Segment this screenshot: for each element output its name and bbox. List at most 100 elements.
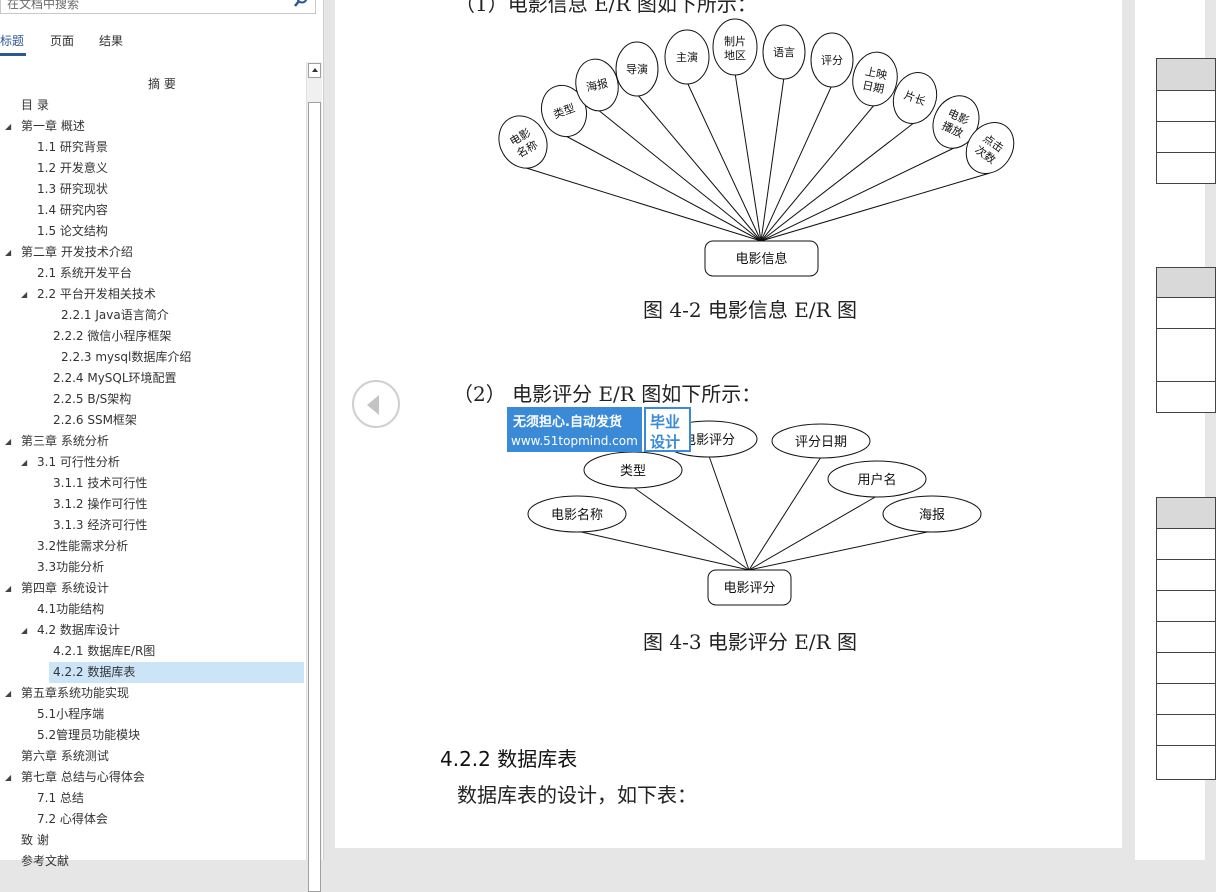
table-cell — [1156, 652, 1216, 684]
outline-item[interactable]: 1.4 研究内容 — [37, 200, 108, 221]
tab-results[interactable]: 结果 — [99, 34, 124, 48]
collapse-toggle-icon[interactable]: ◢ — [21, 626, 28, 635]
outline-item[interactable]: 目 录 — [21, 95, 49, 116]
outline-item[interactable]: 摘 要 — [148, 74, 176, 95]
collapse-toggle-icon[interactable]: ◢ — [5, 437, 12, 446]
outline-item[interactable]: 3.1.3 经济可行性 — [53, 515, 147, 536]
outline-item[interactable]: 3.1.2 操作可行性 — [53, 494, 147, 515]
attribute-label: 电影名称 — [551, 507, 603, 523]
outline-item[interactable]: 4.2 数据库设计◢ — [21, 620, 120, 641]
attribute-ellipse: 评分 — [810, 32, 854, 88]
watermark-line1: 无须担心.自动发货 — [513, 415, 622, 430]
tab-headings[interactable]: 标题 — [0, 34, 25, 48]
outline-item[interactable]: 2.1 系统开发平台 — [37, 263, 132, 284]
outline-item[interactable]: 3.1.1 技术可行性 — [53, 473, 147, 494]
search-icon[interactable] — [293, 0, 309, 8]
outline-item-label: 2.2 平台开发相关技术 — [37, 287, 156, 301]
outline-item[interactable]: 参考文献 — [21, 851, 69, 872]
outline-item[interactable]: 2.2 平台开发相关技术 ◢ — [21, 284, 156, 305]
outline-item[interactable]: 5.2管理员功能模块 — [37, 725, 140, 746]
search-input[interactable]: 在文档中搜索 — [7, 0, 80, 11]
search-box[interactable]: 在文档中搜索 — [0, 0, 316, 14]
figure-caption: 图 4-2 电影信息 E/R 图 — [643, 298, 858, 322]
scroll-up-arrow-icon[interactable] — [308, 63, 321, 78]
outline-item[interactable]: 1.3 研究现状 — [37, 179, 108, 200]
attribute-label: 日期 — [861, 79, 885, 96]
outline-item[interactable]: 4.2.1 数据库E/R图 — [53, 641, 155, 662]
table-header-cell — [1156, 497, 1216, 529]
outline-item[interactable]: 1.5 论文结构 — [37, 221, 108, 242]
vertical-scrollbar[interactable] — [306, 62, 322, 892]
table-cell — [1156, 528, 1216, 560]
attribute-label: 导演 — [626, 62, 648, 76]
outline-item-label: 第七章 总结与心得体会 — [21, 770, 145, 784]
collapse-toggle-icon[interactable]: ◢ — [5, 122, 12, 131]
outline-item-label: 1.5 论文结构 — [37, 224, 108, 238]
outline-item[interactable]: 2.2.5 B/S架构 — [53, 389, 131, 410]
outline-item[interactable]: 第七章 总结与心得体会 ◢ — [5, 767, 145, 788]
outline-item[interactable]: 2.2.6 SSM框架 — [53, 410, 137, 431]
tab-pages[interactable]: 页面 — [50, 34, 75, 48]
outline-item-label: 2.2.4 MySQL环境配置 — [53, 371, 177, 385]
outline-item[interactable]: 4.2.2 数据库表 — [49, 662, 304, 683]
outline-item[interactable]: 第三章 系统分析 ◢ — [5, 431, 109, 452]
outline-item[interactable]: 7.2 心得体会 — [37, 809, 108, 830]
table-cell — [1156, 590, 1216, 622]
relationship-line — [632, 486, 750, 571]
outline-item[interactable]: 第一章 概述◢ — [5, 116, 85, 137]
previous-page-button[interactable] — [352, 380, 400, 428]
relationship-line — [760, 146, 957, 242]
attribute-label: 地区 — [724, 49, 746, 62]
entity-box — [707, 569, 792, 606]
table-cell — [1156, 683, 1216, 715]
outline-item-label: 7.1 总结 — [37, 791, 84, 805]
collapse-toggle-icon[interactable]: ◢ — [21, 458, 28, 467]
outline-item[interactable]: 3.2性能需求分析 — [37, 536, 128, 557]
outline-item[interactable]: 2.2.2 微信小程序框架 — [53, 326, 171, 347]
outline-item[interactable]: 1.1 研究背景 — [37, 137, 108, 158]
collapse-toggle-icon[interactable]: ◢ — [5, 248, 12, 257]
outline-item-label: 第三章 系统分析 — [21, 434, 109, 448]
outline-item[interactable]: 2.2.4 MySQL环境配置 — [53, 368, 177, 389]
outline-item[interactable]: 1.2 开发意义 — [37, 158, 108, 179]
outline-item[interactable]: 3.1 可行性分析◢ — [21, 452, 120, 473]
attribute-ellipse: 电影名称 — [498, 115, 548, 169]
outline-item[interactable]: 5.1小程序端 — [37, 704, 104, 725]
outline-item[interactable]: 第二章 开发技术介绍 ◢ — [5, 242, 133, 263]
attribute-ellipse: 评分日期 — [771, 423, 871, 459]
outline-item[interactable]: 第四章 系统设计◢ — [5, 578, 109, 599]
attribute-ellipse: 海报 — [882, 495, 982, 533]
scroll-thumb[interactable] — [308, 102, 321, 892]
outline-item[interactable]: 致 谢 — [21, 830, 49, 851]
table-header-cell — [1156, 58, 1216, 92]
table-cell — [1156, 621, 1216, 653]
outline-item[interactable]: 3.3功能分析 — [37, 557, 104, 578]
document-page: （1）电影信息 E/R 图如下所示： 电影名称类型海报导演主演制片地区语言评分上… — [335, 0, 1122, 848]
collapse-toggle-icon[interactable]: ◢ — [21, 290, 28, 299]
relationship-line — [760, 76, 785, 242]
outline-item[interactable]: 第六章 系统测试 — [21, 746, 109, 767]
table-cell — [1156, 297, 1216, 329]
outline-item-label: 参考文献 — [21, 854, 70, 868]
attribute-label: 类型 — [620, 464, 646, 479]
table-cell — [1156, 328, 1216, 382]
attribute-ellipse: 类型 — [583, 451, 683, 489]
outline-item[interactable]: 2.2.1 Java语言简介 — [61, 305, 169, 326]
collapse-toggle-icon[interactable]: ◢ — [5, 773, 12, 782]
outline-item[interactable]: 7.1 总结 — [37, 788, 84, 809]
next-document-page — [1135, 0, 1216, 860]
outline-item-label: 第二章 开发技术介绍 — [21, 245, 133, 259]
outline-item-label: 2.2.3 mysql数据库介绍 — [61, 350, 192, 364]
outline-item[interactable]: 4.1功能结构 — [37, 599, 104, 620]
outline-item-label: 2.2.1 Java语言简介 — [61, 308, 169, 322]
outline-item[interactable]: 2.2.3 mysql数据库介绍 — [61, 347, 191, 368]
attribute-ellipse: 类型 — [540, 84, 588, 138]
relationship-line — [708, 455, 750, 571]
collapse-toggle-icon[interactable]: ◢ — [5, 584, 12, 593]
outline-item[interactable]: 第五章系统功能实现◢ — [5, 683, 129, 704]
collapse-toggle-icon[interactable]: ◢ — [5, 689, 12, 698]
outline-item-label: 致 谢 — [21, 833, 49, 847]
